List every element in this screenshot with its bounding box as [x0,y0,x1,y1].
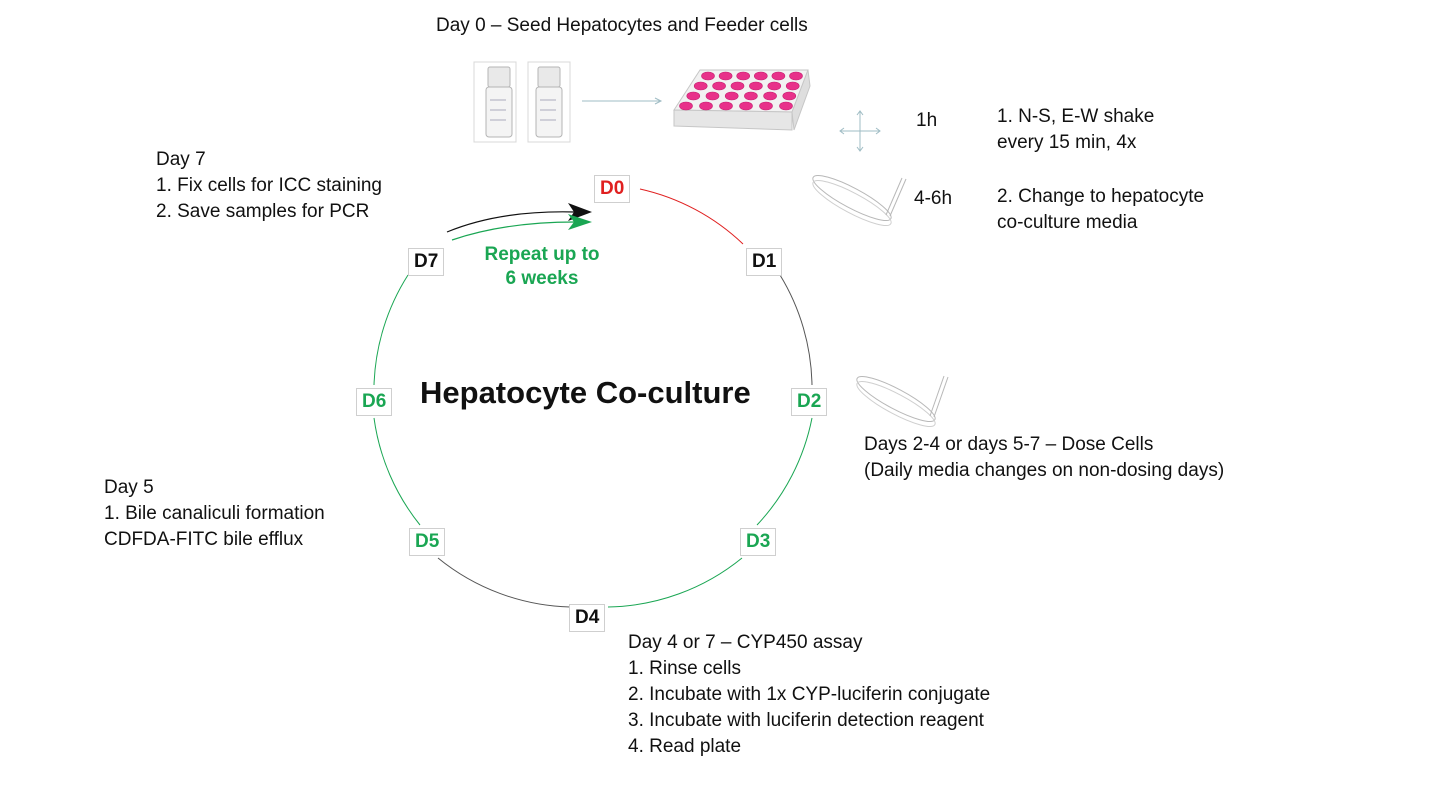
repeat-line1: Repeat up to [484,244,600,265]
step1-line1: 1. N-S, E-W shake [997,106,1155,127]
day-label-d5: D5 [409,528,446,556]
arc-d0-d1 [639,188,744,245]
arc-d2-d3 [756,417,813,526]
arc-d4-d5 [437,557,571,608]
cryovial-icon [473,61,571,143]
plate-well [679,101,693,111]
day-label-d7: D7 [408,248,445,276]
day5-line1: 1. Bile canaliculi formation [104,503,325,524]
time-4-6h: 4-6h [914,188,953,209]
repeat-label: Repeat up to 6 weeks [472,243,612,291]
arc-d5-d6 [373,417,421,526]
seed-arrowhead [654,97,663,105]
day-label-d2: D2 [791,388,828,416]
plate-well [719,101,733,111]
crosshair-shake-icon [839,110,881,152]
day7-note: Day 7 1. Fix cells for ICC staining 2. S… [156,147,382,225]
day4-line1: 1. Rinse cells [628,658,741,679]
day7-title: Day 7 [156,149,206,170]
petri-dish-pipette-icon [856,375,949,427]
plate-well [739,101,753,111]
arc-d3-d4 [607,557,743,608]
plate-well [744,91,758,101]
plate-well [699,101,713,111]
day-label-d6: D6 [356,388,393,416]
dose-line2: (Daily media changes on non-dosing days) [864,460,1225,481]
dose-line1: Days 2-4 or days 5-7 – Dose Cells [864,434,1154,455]
plate-well [782,91,797,101]
repeat-arrowhead-green [568,214,592,230]
plate-well [693,81,708,91]
plate-well [705,91,720,101]
plate-well [759,101,773,111]
well-plate-icon [673,69,811,131]
plate-well [767,81,782,91]
plate-well [749,81,763,91]
plate-well [779,101,793,111]
repeat-arrow-black-line [446,211,576,233]
plate-well [763,91,777,101]
dose-note: Days 2-4 or days 5-7 – Dose Cells (Daily… [864,432,1224,484]
repeat-arrow-green-line [451,221,576,241]
plate-well [730,81,745,91]
arc-d6-d7 [373,274,409,386]
plate-well [724,91,739,101]
day4-line2: 2. Incubate with 1x CYP-luciferin conjug… [628,684,991,705]
day7-line2: 2. Save samples for PCR [156,201,370,222]
plate-well [785,81,800,91]
day-label-d0: D0 [594,175,631,203]
plate-well [686,91,701,101]
day5-note: Day 5 1. Bile canaliculi formation CDFDA… [104,475,325,553]
step2-line1: 2. Change to hepatocyte [997,186,1205,207]
day7-line1: 1. Fix cells for ICC staining [156,175,382,196]
plate-well [753,71,768,81]
step1-line2: every 15 min, 4x [997,132,1137,153]
petri-dish-pipette-icon [812,175,907,226]
step2-note: 2. Change to hepatocyte co-culture media [997,184,1204,236]
repeat-line2: 6 weeks [505,268,579,289]
plate-well [789,71,803,81]
day-label-d3: D3 [740,528,777,556]
day4-line4: 4. Read plate [628,736,742,757]
day-label-d1: D1 [746,248,783,276]
day4-note: Day 4 or 7 – CYP450 assay 1. Rinse cells… [628,630,990,760]
day4-title: Day 4 or 7 – CYP450 assay [628,632,863,653]
time-1h: 1h [916,110,938,131]
plate-well [736,71,751,81]
arc-d1-d2 [779,274,813,386]
plate-well [771,71,786,81]
day-label-d4: D4 [569,604,606,632]
plate-well [718,71,733,81]
cycle-title: Hepatocyte Co-culture [420,375,751,410]
plate-well [701,71,715,81]
step1-note: 1. N-S, E-W shake every 15 min, 4x [997,104,1154,156]
day5-title: Day 5 [104,477,154,498]
day5-line2: CDFDA-FITC bile efflux [104,529,304,550]
step2-line2: co-culture media [997,212,1138,233]
day0-note: Day 0 – Seed Hepatocytes and Feeder cell… [436,15,808,36]
plate-well [712,81,726,91]
day4-line3: 3. Incubate with luciferin detection rea… [628,710,984,731]
